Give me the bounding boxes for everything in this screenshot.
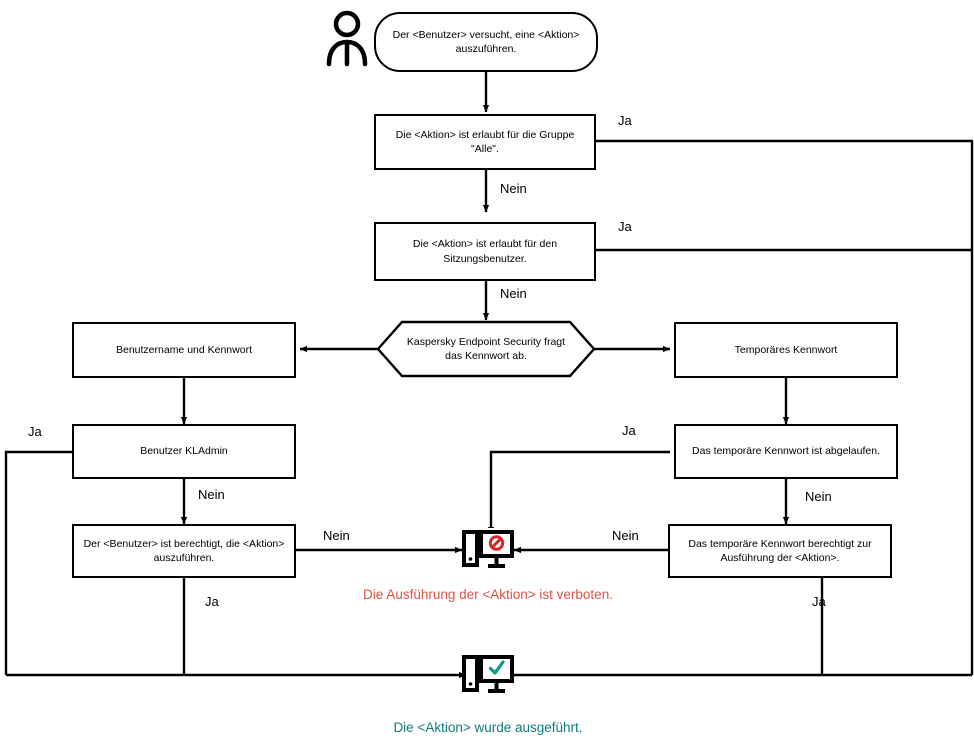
person-icon: [322, 8, 372, 68]
edge-label-temp-permits-no: Nein: [612, 528, 639, 543]
edge-label-group-all-no: Nein: [500, 181, 527, 196]
monitor-forbidden-icon: [462, 528, 514, 572]
node-temp-expired: Das temporäre Kennwort ist abgelaufen.: [674, 424, 898, 479]
node-temp-permits: Das temporäre Kennwort berechtigt zur Au…: [668, 524, 892, 578]
edge-label-session-user-no: Nein: [500, 286, 527, 301]
edge-label-temp-permits-yes: Ja: [812, 594, 826, 609]
edge-temp-expired-yes: [487, 450, 670, 535]
node-session-user: Die <Aktion> ist erlaubt für den Sitzung…: [374, 222, 596, 281]
node-password-prompt: Kaspersky Endpoint Security fragt das Ke…: [376, 320, 596, 378]
edge-label-user-permitted-no: Nein: [323, 528, 350, 543]
node-temp-password: Temporäres Kennwort: [674, 322, 898, 378]
node-start: Der <Benutzer> versucht, eine <Aktion> a…: [374, 12, 598, 72]
node-kladmin: Benutzer KLAdmin: [72, 424, 296, 479]
edge-label-kladmin-yes: Ja: [28, 424, 42, 439]
edge-kladmin-yes: [4, 450, 72, 675]
node-user-permitted: Der <Benutzer> ist berechtigt, die <Akti…: [72, 524, 296, 578]
node-username-password: Benutzername und Kennwort: [72, 322, 296, 378]
caption-denied: Die Ausführung der <Aktion> ist verboten…: [363, 587, 613, 602]
node-password-prompt-label: Kaspersky Endpoint Security fragt das Ke…: [406, 335, 566, 362]
edge-label-temp-expired-yes: Ja: [622, 423, 636, 438]
edge-label-user-permitted-yes: Ja: [205, 594, 219, 609]
edge-label-group-all-yes: Ja: [618, 113, 632, 128]
caption-allowed: Die <Aktion> wurde ausgeführt.: [393, 720, 583, 735]
monitor-check-icon: [462, 653, 514, 697]
edge-label-kladmin-no: Nein: [198, 487, 225, 502]
edge-group-all-yes: [596, 139, 974, 675]
node-group-all: Die <Aktion> ist erlaubt für die Gruppe …: [374, 114, 596, 170]
edge-label-temp-expired-no: Nein: [805, 489, 832, 504]
edge-label-session-user-yes: Ja: [618, 219, 632, 234]
